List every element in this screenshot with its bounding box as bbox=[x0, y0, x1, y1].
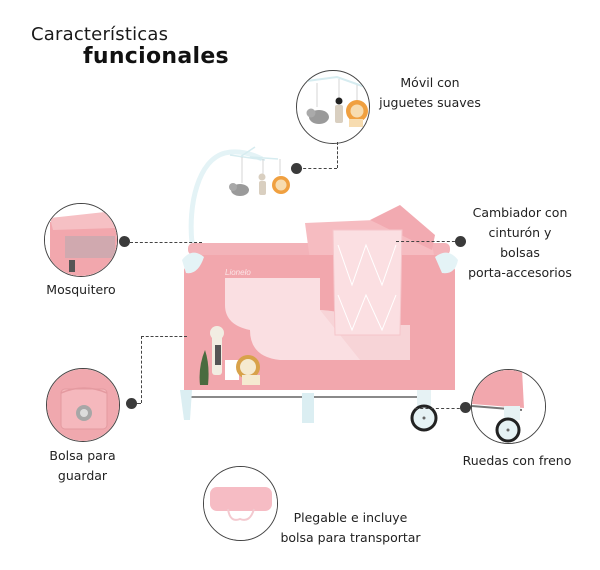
title-line-1: Características bbox=[31, 24, 169, 45]
feature-label-wheels: Ruedas con freno bbox=[462, 453, 572, 468]
feature-label-changer-line2: cinturón y bbox=[488, 225, 552, 240]
connector-dot-storage-bag bbox=[126, 398, 137, 409]
connector-line-storage-bag-h2 bbox=[141, 336, 187, 337]
feature-label-mosquito-net: Mosquitero bbox=[46, 282, 116, 297]
connector-line-mobile-h bbox=[298, 168, 337, 169]
mobile-toys-icon bbox=[306, 75, 368, 127]
wheels-brake-icon bbox=[472, 370, 545, 443]
playpen-illustration: Lionelo bbox=[170, 135, 470, 435]
feature-label-carry-bag-line1: Plegable e incluye bbox=[293, 510, 408, 525]
feature-circle-mosquito-net bbox=[44, 203, 118, 277]
connector-line-changer bbox=[396, 241, 460, 242]
feature-label-mobile-line2: juguetes suaves bbox=[379, 95, 481, 110]
connector-line-mosquito-net bbox=[130, 242, 202, 243]
feature-circle-wheels bbox=[471, 369, 546, 444]
connector-line-wheels bbox=[415, 408, 465, 409]
connector-dot-wheels bbox=[460, 402, 471, 413]
connector-dot-mobile bbox=[291, 163, 302, 174]
feature-circle-storage-bag bbox=[46, 368, 120, 442]
title-line-2: funcionales bbox=[83, 44, 229, 69]
feature-label-storage-bag-line2: guardar bbox=[57, 468, 108, 483]
feature-label-mobile: Móvil con juguetes suaves bbox=[370, 73, 490, 113]
svg-text:Lionelo: Lionelo bbox=[225, 268, 251, 277]
connector-dot-changer bbox=[455, 236, 466, 247]
feature-label-changer-line1: Cambiador con bbox=[472, 205, 568, 220]
connector-dot-mosquito-net bbox=[119, 236, 130, 247]
feature-label-changer-line4: porta-accesorios bbox=[468, 265, 572, 280]
carry-bag-icon bbox=[204, 467, 277, 540]
mosquito-net-icon bbox=[45, 204, 117, 276]
feature-label-carry-bag: Plegable e incluye bolsa para transporta… bbox=[268, 508, 433, 548]
feature-label-changer-line3: bolsas bbox=[500, 245, 540, 260]
feature-label-storage-bag-line1: Bolsa para bbox=[49, 448, 116, 463]
feature-circle-mobile bbox=[296, 70, 370, 144]
connector-line-storage-bag-h1 bbox=[137, 403, 141, 404]
connector-line-mobile-v bbox=[337, 142, 338, 168]
connector-line-storage-bag-v bbox=[141, 336, 142, 403]
storage-bag-icon bbox=[47, 369, 119, 441]
feature-label-carry-bag-line2: bolsa para transportar bbox=[280, 530, 421, 545]
feature-label-storage-bag: Bolsa para guardar bbox=[40, 446, 125, 486]
feature-label-mobile-line1: Móvil con bbox=[400, 75, 460, 90]
feature-label-changer: Cambiador con cinturón y bolsas porta-ac… bbox=[450, 203, 590, 283]
feature-circle-carry-bag bbox=[203, 466, 278, 541]
